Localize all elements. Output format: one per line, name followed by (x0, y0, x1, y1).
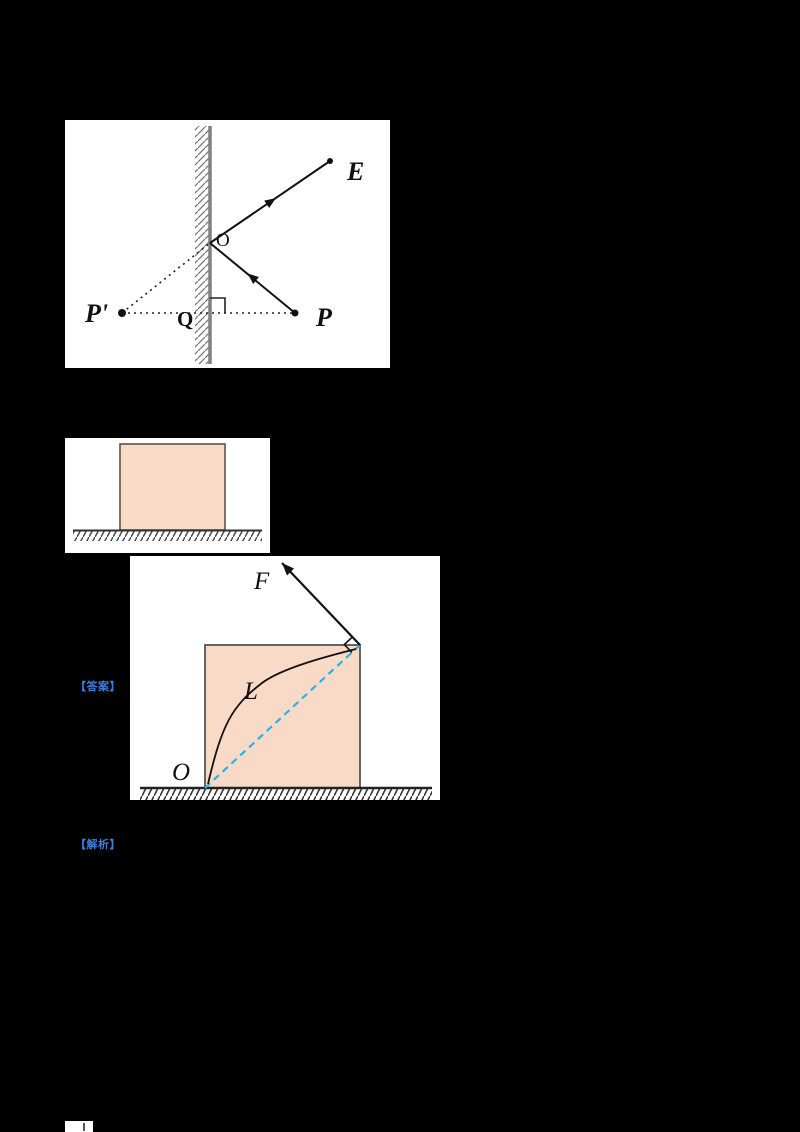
force-arrow-line (281, 562, 361, 646)
optics-svg: E O P P' Q (84, 126, 364, 364)
label-E: E (346, 157, 364, 186)
block-svg (73, 443, 262, 541)
ground-hatch (140, 788, 432, 800)
label-L: L (243, 678, 258, 705)
answer-label: 【答案】 (75, 681, 121, 693)
right-angle-mark (210, 297, 226, 313)
reflected-ray-arrowhead (264, 198, 276, 208)
point-P-dot (291, 309, 299, 317)
ground-hatch (73, 531, 262, 541)
figure-optics: E O P P' Q (65, 120, 390, 368)
label-Q: Q (177, 307, 193, 331)
right-angle-mark (343, 636, 353, 653)
figure-block (65, 438, 270, 553)
point-P-prime-dot (118, 309, 126, 317)
label-P-prime: P' (84, 299, 108, 328)
mirror-hatching (195, 126, 210, 364)
fragment-mark (83, 1123, 85, 1131)
length-brace-curve (207, 648, 357, 785)
virtual-ray-dotted (121, 242, 211, 314)
label-F: F (253, 568, 270, 595)
partial-figure-fragment (65, 1121, 93, 1132)
force-arrowhead (282, 563, 294, 576)
figure-force-diagram: F L O (130, 556, 440, 800)
force-svg: F L O (140, 562, 432, 800)
block-rect (204, 644, 361, 789)
analysis-label: 【解析】 (75, 839, 121, 851)
label-O: O (216, 230, 230, 251)
block-rect (119, 443, 226, 531)
point-E-dot (327, 158, 333, 164)
label-P: P (315, 303, 333, 332)
label-O: O (172, 759, 190, 786)
